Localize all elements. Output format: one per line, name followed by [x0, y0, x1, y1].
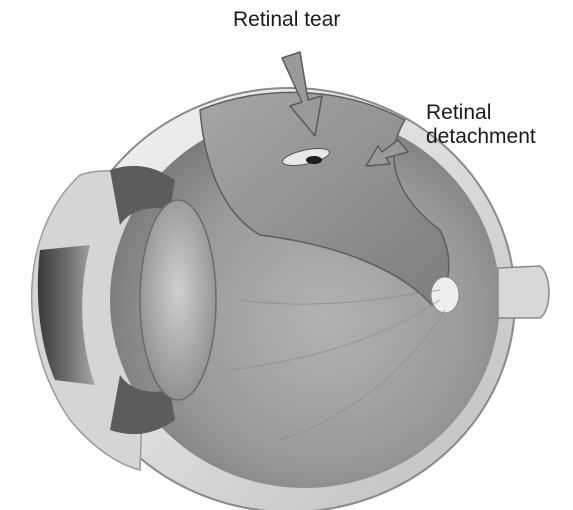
retinal-tear-shadow — [306, 156, 322, 164]
optic-disc — [431, 277, 459, 313]
lens — [140, 200, 216, 400]
retinal-detachment-label-line1: Retinal — [426, 101, 536, 125]
retinal-detachment-label-line2: detachment — [426, 125, 536, 149]
retinal-detachment-label: Retinal detachment — [426, 101, 536, 149]
retinal-tear-label: Retinal tear — [233, 8, 340, 32]
optic-nerve — [498, 266, 549, 318]
